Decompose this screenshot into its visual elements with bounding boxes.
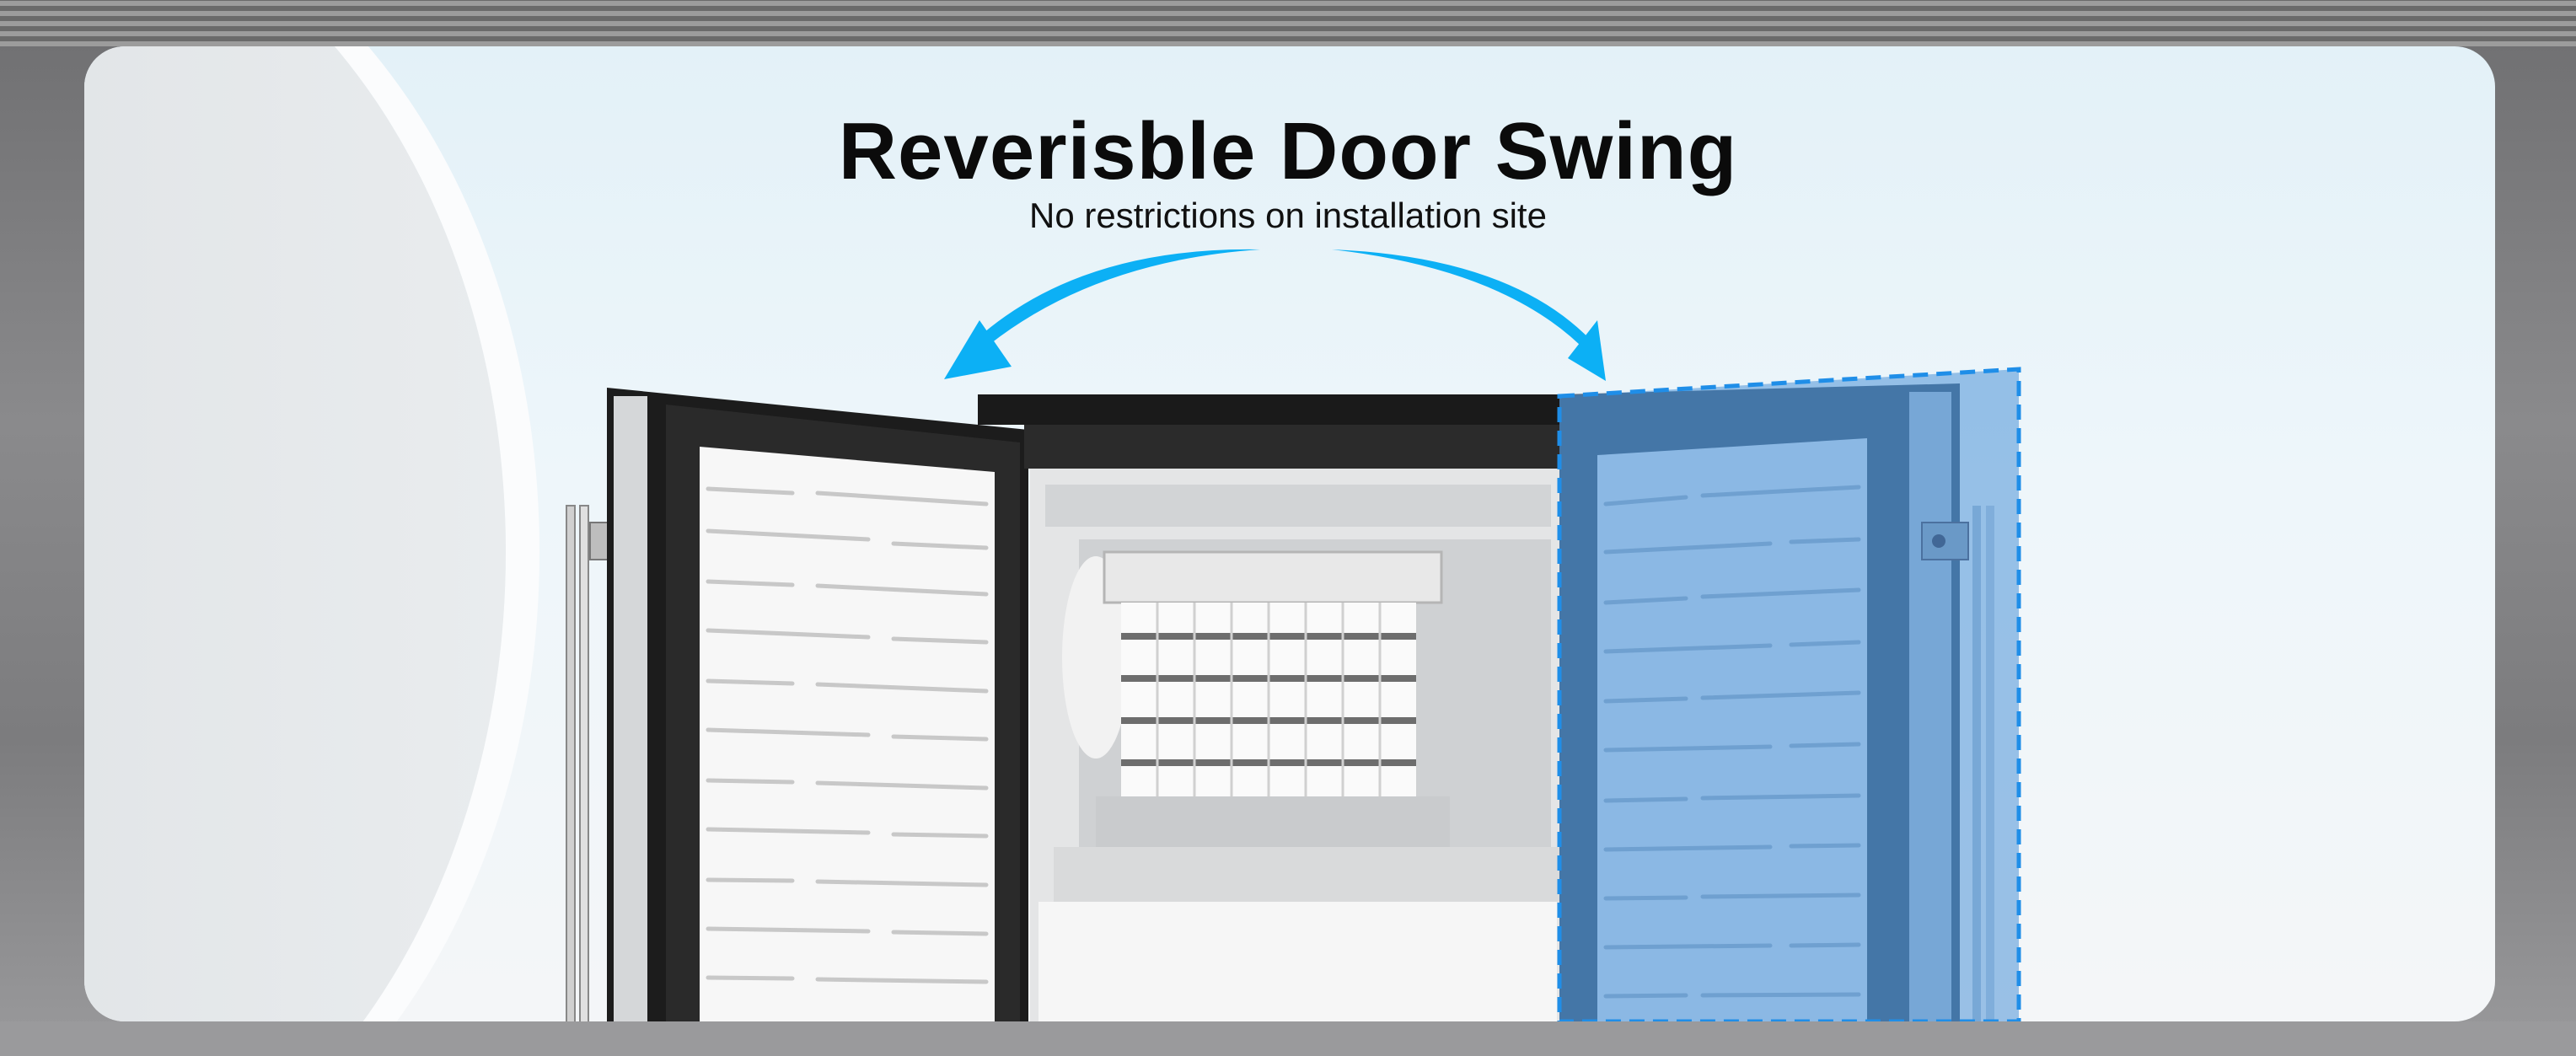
bottom-strip: [0, 1021, 2576, 1056]
headline-subtitle: No restrictions on installation site: [1029, 196, 1547, 235]
background-photo: [0, 0, 2576, 46]
headline-title: Reverisble Door Swing: [838, 106, 1738, 196]
swing-arrow-right-icon: [1332, 249, 1606, 381]
swing-arrow-left-icon: [944, 249, 1260, 379]
right-door-reversed: [1557, 367, 2021, 1021]
ice-tray-grid: [1121, 603, 1416, 796]
ice-maker-body: [978, 394, 1568, 1021]
left-door: [607, 388, 1028, 1021]
